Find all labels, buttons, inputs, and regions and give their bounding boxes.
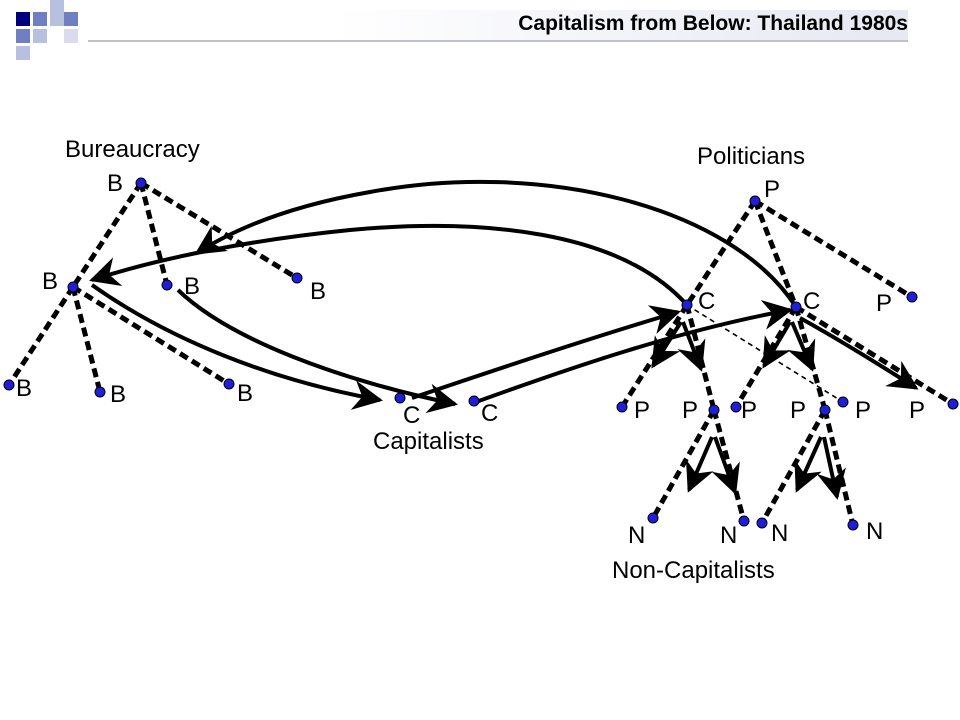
node-label-b: B [237,380,253,407]
group-label-bureaucracy: Bureaucracy [65,136,200,163]
corner-square-light [16,46,30,60]
node-dot [837,396,849,408]
node-label-n: N [866,518,883,545]
node-label-b: B [107,170,123,197]
node-dot [749,195,761,207]
node-dot [738,515,750,527]
node-label-p: P [909,397,925,424]
node-label-p: P [855,397,871,424]
title-rule [88,40,908,42]
node-dot [67,281,79,293]
node-label-p: P [634,397,650,424]
page-title: Capitalism from Below: Thailand 1980s [518,12,908,35]
node-label-n: N [771,520,788,547]
corner-square-light [64,29,78,43]
node-labels: B B B B B B B C C P C C P P P P P P P N … [16,170,925,549]
node-label-c: C [403,402,420,429]
node-label-c: C [481,400,498,427]
node-dot [847,519,859,531]
node-label-b: B [110,381,126,408]
node-dot [291,272,303,284]
corner-square-mid [64,12,78,26]
node-dot [906,291,918,303]
node-dot [819,404,831,416]
node-dot [681,299,693,311]
node-dot [161,279,173,291]
node-dot [790,301,802,313]
node-dot [647,512,659,524]
node-label-b: B [310,278,326,305]
node-dot [135,177,147,189]
node-dot [616,401,628,413]
node-label-c: C [698,288,715,315]
node-dot [94,386,106,398]
node-label-b: B [16,375,32,402]
node-label-p: P [876,290,892,317]
corner-square-dark [16,12,30,26]
node-label-b: B [42,268,58,295]
corner-square-mid [33,12,47,26]
hierarchy-links [6,180,955,526]
node-dot [730,401,742,413]
group-label-non-capitalists: Non-Capitalists [612,557,775,584]
node-label-n: N [628,522,645,549]
flow-arrows [89,179,919,414]
node-label-b: B [184,273,200,300]
node-label-p: P [764,176,780,203]
node-label-c: C [803,288,820,315]
fork-arrows [651,320,846,500]
node-label-p: P [682,397,698,424]
nodes [3,177,959,531]
node-dot [394,392,406,404]
group-label-capitalists: Capitalists [373,428,484,455]
corner-square-light [50,0,64,26]
node-label-p: P [741,397,757,424]
node-dot [223,378,235,390]
node-label-p: P [790,397,806,424]
node-dot [708,404,720,416]
node-label-n: N [720,522,737,549]
node-dot [468,395,480,407]
node-dot [756,517,768,529]
node-dot [947,398,959,410]
group-label-politicians: Politicians [697,143,805,170]
corner-square-light [33,29,47,43]
corner-square-mid [16,29,30,43]
title-bar [88,10,908,40]
node-dot [3,379,15,391]
